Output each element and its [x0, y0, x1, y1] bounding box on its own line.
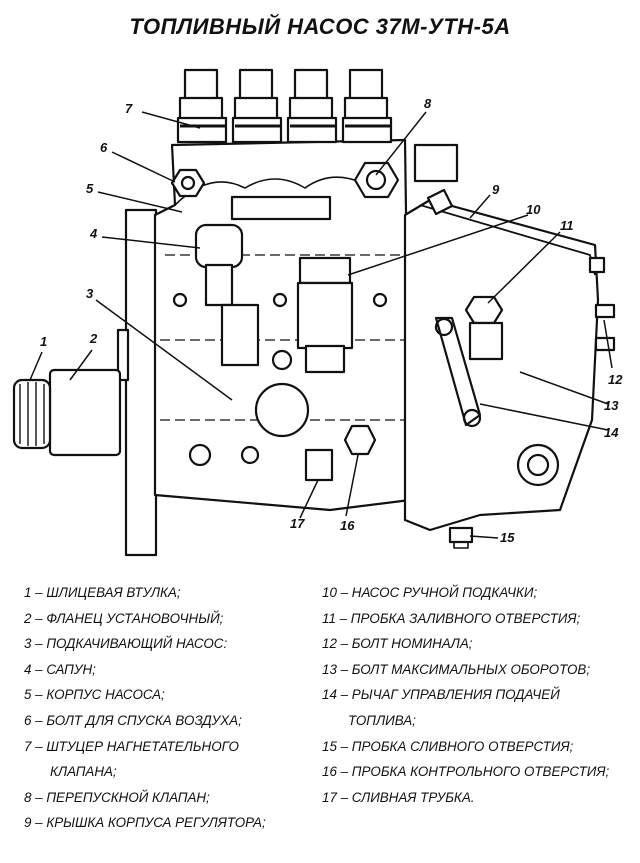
page-title: ТОПЛИВНЫЙ НАСОС 37М-УТН-5А: [129, 14, 511, 39]
callout-14: 14: [604, 425, 619, 440]
shaft-coupling: [48, 368, 122, 457]
drain-tube: [304, 448, 334, 482]
legend-item: 13 – БОЛТ МАКСИМАЛЬНЫХ ОБОРОТОВ;: [322, 661, 591, 677]
nameplate: [230, 195, 332, 221]
callout-11: 11: [560, 218, 574, 233]
legend-item: 7 – ШТУЦЕР НАГНЕТАТЕЛЬНОГО: [24, 738, 239, 754]
legend-item: 11 – ПРОБКА ЗАЛИВНОГО ОТВЕРСТИЯ;: [322, 610, 581, 626]
max-speed-bolt: [594, 336, 616, 352]
legend-item: 2 – ФЛАНЕЦ УСТАНОВОЧНЫЙ;: [24, 610, 224, 626]
splined-bushing: [12, 378, 52, 450]
callout-8: 8: [424, 96, 432, 111]
legend-item: 15 – ПРОБКА СЛИВНОГО ОТВЕРСТИЯ;: [322, 738, 574, 754]
callout-4: 4: [89, 226, 98, 241]
legend-item: 14 – РЫЧАГ УПРАВЛЕНИЯ ПОДАЧЕЙ: [322, 687, 560, 703]
delivery-valve-fittings: [176, 68, 393, 144]
legend-item: 9 – КРЫШКА КОРПУСА РЕГУЛЯТОРА;: [24, 815, 266, 831]
legend-left: 1 – ШЛИЦЕВАЯ ВТУЛКА; 2 – ФЛАНЕЦ УСТАНОВО…: [24, 580, 266, 836]
breather: [194, 223, 244, 269]
legend-right: 10 – НАСОС РУЧНОЙ ПОДКАЧКИ; 11 – ПРОБКА …: [322, 580, 609, 810]
legend-item: 12 – БОЛТ НОМИНАЛА;: [322, 636, 473, 652]
legend-item-continuation: КЛАПАНА;: [50, 764, 117, 780]
callout-7: 7: [125, 101, 133, 116]
callout-9: 9: [492, 182, 500, 197]
legend-item: 17 – СЛИВНАЯ ТРУБКА.: [322, 789, 475, 805]
callout-10: 10: [526, 202, 541, 217]
callout-17: 17: [290, 516, 305, 531]
air-bleed-bolt: [170, 168, 206, 198]
legend-item: 3 – ПОДКАЧИВАЮЩИЙ НАСОС:: [24, 636, 228, 652]
legend-item-continuation: ТОПЛИВА;: [348, 712, 416, 728]
legend-item: 5 – КОРПУС НАСОСА;: [24, 687, 165, 703]
fuel-priming-pump: [220, 303, 260, 367]
callout-5: 5: [86, 181, 94, 196]
legend-item: 16 – ПРОБКА КОНТРОЛЬНОГО ОТВЕРСТИЯ;: [322, 764, 610, 780]
mounting-flange: [124, 208, 158, 557]
callout-2: 2: [89, 331, 98, 346]
nominal-bolt: [594, 303, 616, 319]
callout-1: 1: [40, 334, 47, 349]
pump-diagram: 1 2 3 4 5 6 7 8 9 10 11 12 13 14 15 16 1…: [12, 68, 623, 557]
callout-3: 3: [86, 286, 94, 301]
legend-item: 8 – ПЕРЕПУСКНОЙ КЛАПАН;: [24, 789, 210, 805]
callout-13: 13: [604, 398, 619, 413]
legend-item: 10 – НАСОС РУЧНОЙ ПОДКАЧКИ;: [322, 585, 538, 600]
callout-12: 12: [608, 372, 623, 387]
bypass-valve: [353, 161, 400, 199]
filler-plug: [464, 295, 504, 325]
legend-item: 1 – ШЛИЦЕВАЯ ВТУЛКА;: [24, 585, 181, 600]
callout-16: 16: [340, 518, 355, 533]
callout-6: 6: [100, 140, 108, 155]
control-plug: [343, 424, 377, 456]
callout-15: 15: [500, 530, 515, 545]
legend-item: 6 – БОЛТ ДЛЯ СПУСКА ВОЗДУХА;: [24, 712, 242, 728]
legend-item: 4 – САПУН;: [24, 661, 96, 677]
drain-plug: [448, 526, 474, 544]
hand-priming-pump: [298, 256, 352, 285]
